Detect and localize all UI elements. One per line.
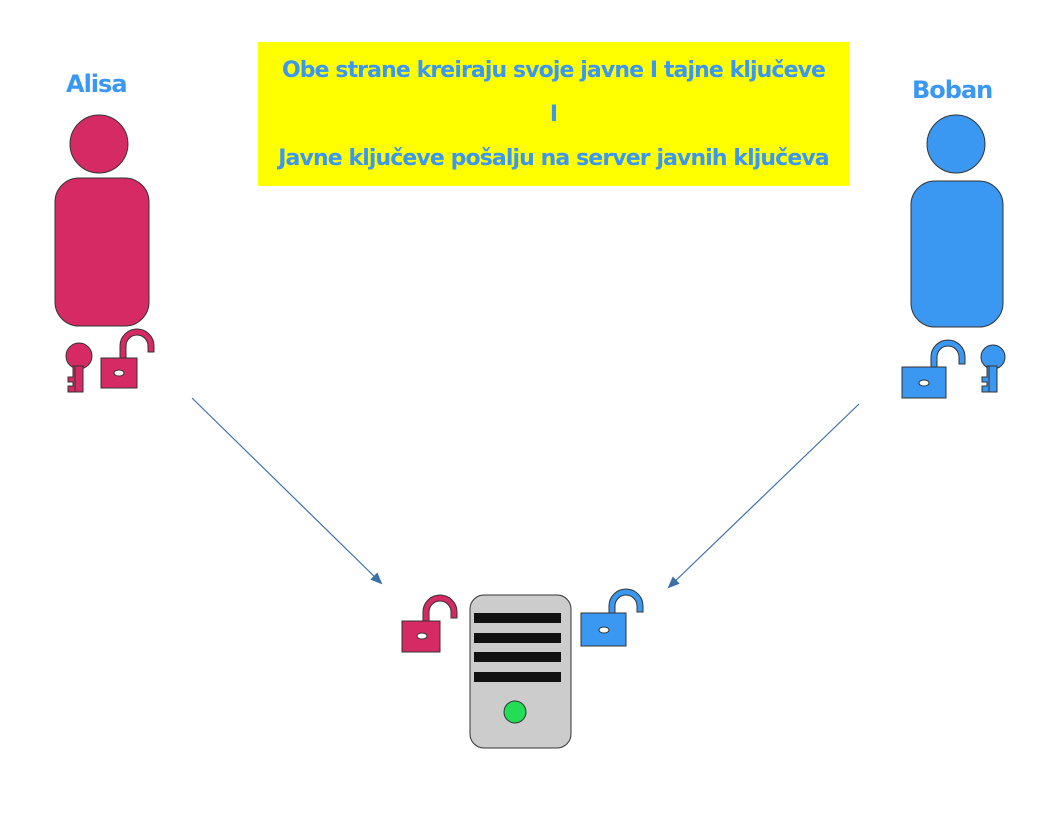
server-icon bbox=[469, 594, 572, 749]
banner-line-3: Javne ključeve pošalju na server javnih … bbox=[278, 145, 829, 171]
banner-line-2: I bbox=[549, 101, 558, 127]
bob-key-icon bbox=[980, 344, 1006, 393]
bob-open-padlock-icon bbox=[901, 339, 966, 399]
alice-person-icon bbox=[54, 114, 150, 327]
arrow-bob-to-server bbox=[667, 403, 860, 589]
bob-person-icon bbox=[910, 114, 1004, 328]
server-alice-open-padlock-icon bbox=[401, 594, 458, 653]
alice-open-padlock-icon bbox=[100, 328, 155, 389]
alice-key-icon bbox=[65, 342, 93, 393]
banner: Obe strane kreiraju svoje javne I tajne … bbox=[258, 42, 849, 186]
bob-name-label: Boban bbox=[912, 76, 993, 104]
server-led-icon bbox=[503, 700, 527, 724]
banner-background bbox=[258, 42, 849, 186]
server-bob-open-padlock-icon bbox=[580, 588, 644, 647]
banner-line-1: Obe strane kreiraju svoje javne I tajne … bbox=[281, 57, 826, 83]
arrow-alice-to-server bbox=[191, 397, 383, 585]
alice-name-label: Alisa bbox=[66, 70, 128, 98]
